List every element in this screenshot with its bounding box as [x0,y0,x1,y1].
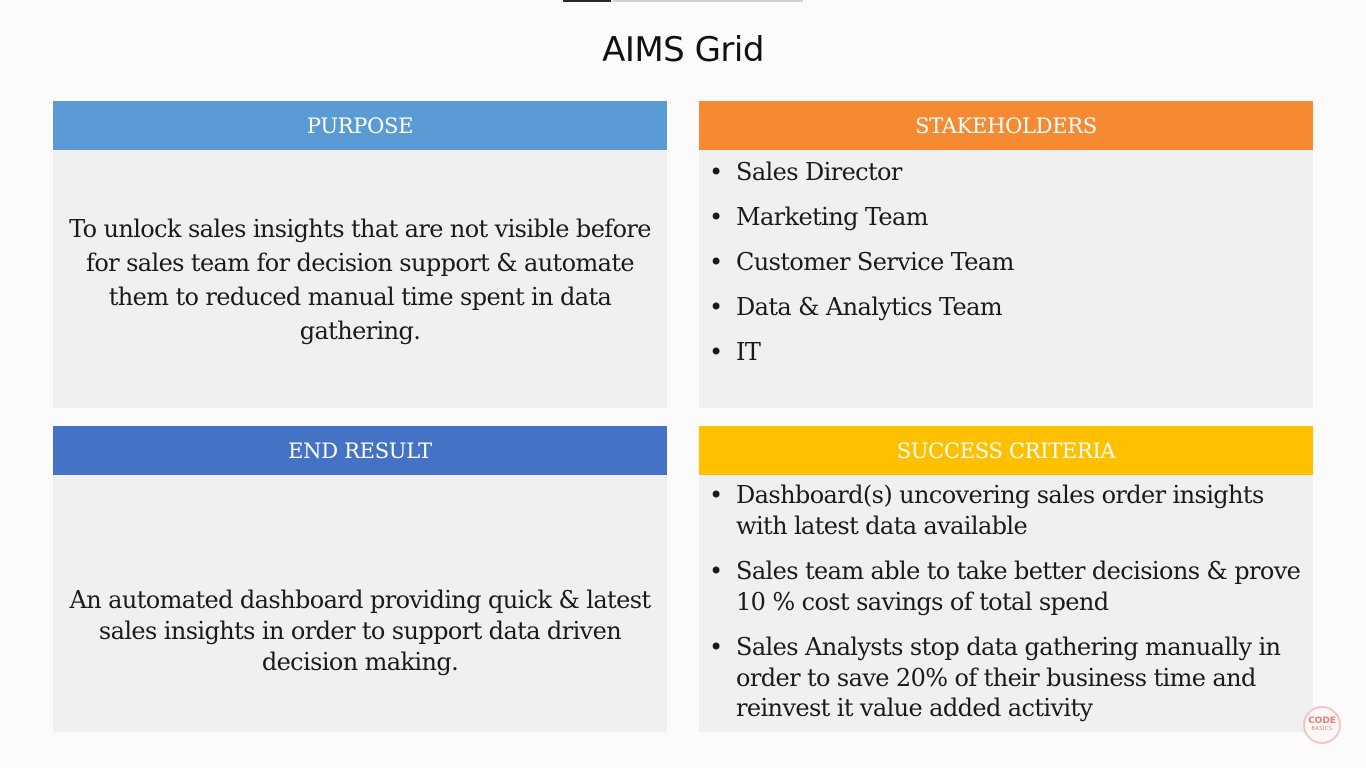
stakeholder-item: Data & Analytics Team [709,290,1301,324]
slide-title: AIMS Grid [602,30,764,70]
purpose-text: To unlock sales insights that are not vi… [69,215,651,345]
success-criteria-panel: SUCCESS CRITERIA Dashboard(s) uncovering… [699,426,1313,732]
success-criteria-heading: SUCCESS CRITERIA [699,426,1313,475]
success-criteria-item: Sales Analysts stop data gathering manua… [709,632,1301,724]
stakeholders-heading: STAKEHOLDERS [699,101,1313,150]
purpose-body: To unlock sales insights that are not vi… [53,150,667,408]
logo-line-2: BASICS [1311,726,1333,732]
purpose-heading: PURPOSE [53,101,667,150]
progress-indicator-track [613,0,803,2]
success-criteria-item: Dashboard(s) uncovering sales order insi… [709,480,1301,541]
purpose-panel: PURPOSE To unlock sales insights that ar… [53,101,667,408]
logo-line-1: CODE [1308,716,1336,726]
success-criteria-body: Dashboard(s) uncovering sales order insi… [699,475,1313,732]
stakeholder-item: Customer Service Team [709,245,1301,279]
stakeholder-item: IT [709,335,1301,369]
success-criteria-list: Dashboard(s) uncovering sales order insi… [709,480,1301,739]
stakeholder-item: Sales Director [709,155,1301,189]
stakeholders-list: Sales Director Marketing Team Customer S… [709,155,1301,380]
stakeholders-body: Sales Director Marketing Team Customer S… [699,150,1313,408]
end-result-body: An automated dashboard providing quick &… [53,475,667,732]
stakeholder-item: Marketing Team [709,200,1301,234]
end-result-heading: END RESULT [53,426,667,475]
success-criteria-item: Sales team able to take better decisions… [709,556,1301,617]
codebasics-logo: CODE BASICS [1303,706,1341,744]
progress-indicator-active [563,0,611,2]
end-result-panel: END RESULT An automated dashboard provid… [53,426,667,732]
stakeholders-panel: STAKEHOLDERS Sales Director Marketing Te… [699,101,1313,408]
end-result-text: An automated dashboard providing quick &… [69,586,652,676]
